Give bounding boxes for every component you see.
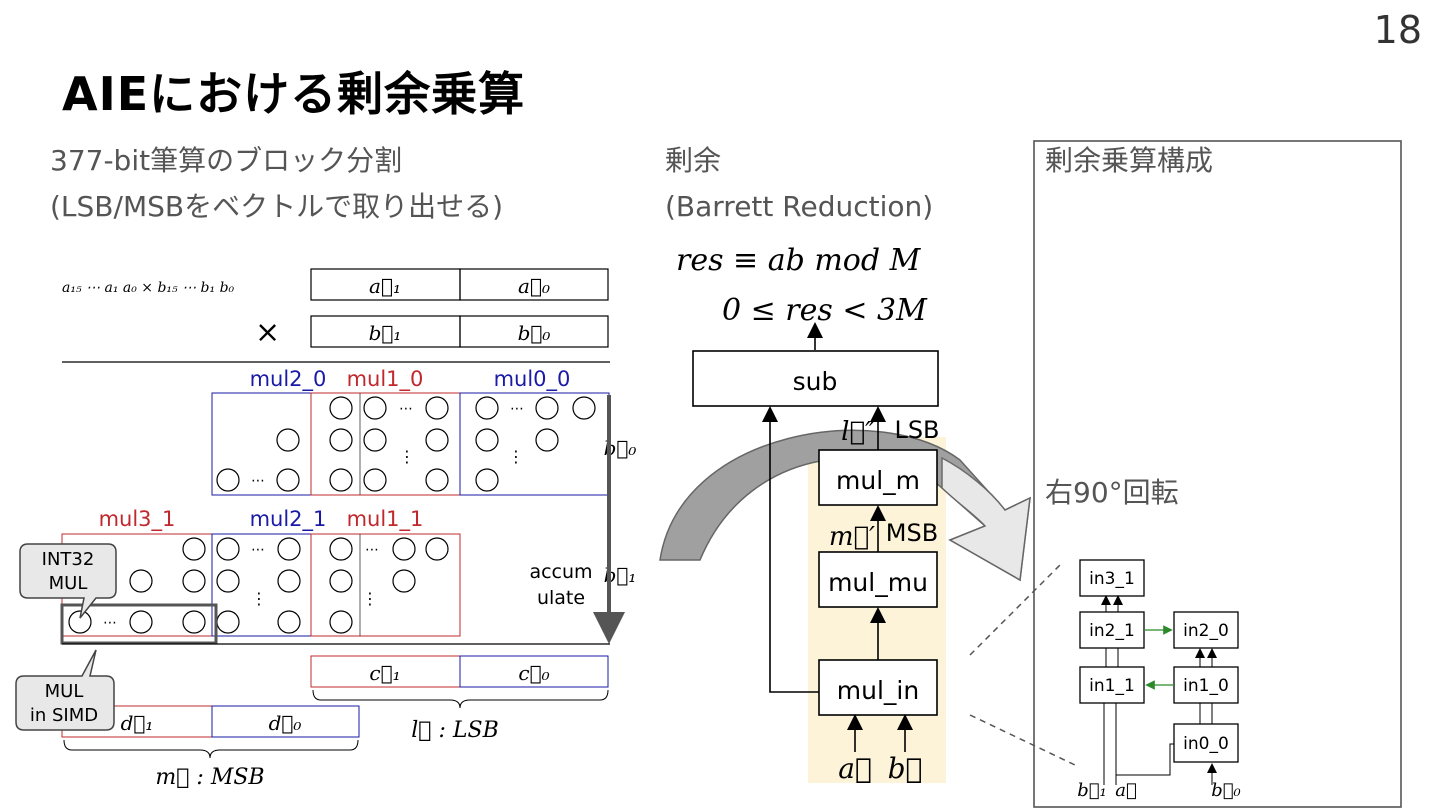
input-b1-label: b⃗₁ <box>1077 780 1107 801</box>
rotated-layout: in3_1 in2_1 in2_0 in1_1 in1_0 in0_0 b⃗₁ … <box>1077 559 1241 801</box>
mul3_1-label: mul3_1 <box>99 507 176 532</box>
callout-int32-line1: INT32 <box>42 549 95 570</box>
page-number: 18 <box>1373 8 1422 52</box>
a0-label: a⃗₀ <box>518 274 550 298</box>
rotate-label: 右90°回転 <box>1045 476 1179 509</box>
right-heading: 剰余乗算構成 <box>1045 144 1214 177</box>
accumulate-line2: ulate <box>537 587 585 609</box>
formula-1: res ≡ ab mod M <box>676 243 922 278</box>
middle-heading-line2: (Barrett Reduction) <box>665 190 934 223</box>
left-heading-line2: (LSB/MSBをベクトルで取り出せる) <box>50 190 504 223</box>
l-lsb-label: l⃗ : LSB <box>411 718 498 743</box>
callout-simd <box>15 649 115 731</box>
slide-title: AIEにおける剰余乗算 <box>62 67 526 121</box>
row0-ellipsis-3: ⋯ <box>251 473 265 489</box>
in0_0-block <box>1173 723 1239 763</box>
in2_0-label: in2_0 <box>1183 621 1229 641</box>
m-brace <box>63 739 359 759</box>
mul1_1-box <box>310 533 461 637</box>
zoom-line-bottom <box>969 714 1076 766</box>
input-a-label: a⃗ <box>838 752 872 785</box>
mul2_1-label: mul2_1 <box>250 507 327 532</box>
d1-label: d⃗₁ <box>121 711 154 735</box>
row0-circles <box>216 396 596 492</box>
callout-simd-line1: MUL <box>45 681 84 702</box>
in3_1-label: in3_1 <box>1089 569 1135 589</box>
row0-ellipsis-1: ⋯ <box>399 401 413 417</box>
mul1_0-label: mul1_0 <box>347 367 424 392</box>
row0-vdots-2: ⋮ <box>508 447 524 466</box>
m-msb-label: m⃗ : MSB <box>155 765 264 790</box>
callout-int32 <box>19 543 117 619</box>
right-panel-frame <box>1033 140 1402 808</box>
row1-ellipsis-1: ⋯ <box>251 542 265 558</box>
row0-ellipsis-2: ⋯ <box>510 401 524 417</box>
mul_in-block <box>818 659 938 716</box>
sub-block <box>692 350 939 407</box>
left-heading: 377-bit筆算のブロック分割 (LSB/MSBをベクトルで取り出せる) <box>50 138 503 230</box>
lsb-label: LSB <box>894 416 939 444</box>
in1_1-block <box>1079 666 1145 704</box>
a1-label: a⃗₁ <box>369 274 401 298</box>
times-sign: × <box>255 315 280 350</box>
row1-vdots-1: ⋮ <box>251 589 267 608</box>
row0-vdots-1: ⋮ <box>399 447 415 466</box>
in1_0-label: in1_0 <box>1183 676 1229 696</box>
callout-simd-line2: in SIMD <box>30 705 98 726</box>
input-b0-label: b⃗₀ <box>1211 780 1241 801</box>
mul_mu-label: mul_mu <box>828 568 928 597</box>
mul0_0-box <box>459 392 610 496</box>
mul1_1-label: mul1_1 <box>347 507 424 532</box>
in1_1-label: in1_1 <box>1089 676 1135 696</box>
c0-block <box>459 655 609 688</box>
mul_m-label: mul_m <box>836 466 920 495</box>
row1-circles <box>68 537 449 634</box>
input-a-to-in0_0-line <box>1116 743 1174 776</box>
input-b-label: b⃗ <box>888 752 923 785</box>
msb-label: MSB <box>886 519 938 547</box>
row1-ellipsis-3: ⋯ <box>103 615 117 631</box>
formula-2: 0 ≤ res < 3M <box>722 293 928 328</box>
expr-text: a₁₅ ⋯ a₁ a₀ × b₁₅ ⋯ b₁ b₀ <box>62 280 235 296</box>
middle-heading-line1: 剰余 <box>665 144 722 177</box>
in2_1-label: in2_1 <box>1089 621 1135 641</box>
m-prime-label: m⃗′ <box>829 522 875 552</box>
curved-arrow-head <box>941 456 1031 582</box>
sub-label: sub <box>793 367 838 396</box>
b0-label: b⃗₀ <box>518 321 551 345</box>
c0-label: c⃗₀ <box>518 661 549 685</box>
in2_0-block <box>1173 611 1239 649</box>
b1-label: b⃗₁ <box>369 321 402 345</box>
zoom-line-top <box>969 564 1061 656</box>
row1-ellipsis-2: ⋯ <box>365 542 379 558</box>
callout-int32-line2: MUL <box>49 573 88 594</box>
in3_1-block <box>1079 559 1145 597</box>
d0-label: d⃗₀ <box>269 711 302 735</box>
in0_0-label: in0_0 <box>1183 734 1229 754</box>
middle-heading: 剰余 (Barrett Reduction) <box>665 138 933 230</box>
accumulate-line1: accum <box>529 561 592 583</box>
input-a-label-right: a⃗ <box>1115 780 1137 801</box>
row1-vdots-2: ⋮ <box>362 589 378 608</box>
l-pp-label: l⃗″ <box>841 417 875 447</box>
d0-block <box>211 705 360 738</box>
mul2_0-label: mul2_0 <box>250 367 327 392</box>
simd-highlight <box>60 603 218 645</box>
mul0_0-label: mul0_0 <box>494 367 571 392</box>
l-brace <box>312 689 609 709</box>
b0-block <box>459 315 609 348</box>
a0-block <box>459 268 609 301</box>
left-heading-line1: 377-bit筆算のブロック分割 <box>50 144 403 177</box>
mul_in-label: mul_in <box>837 676 919 705</box>
mul_in-to-sub-arrow <box>762 406 819 693</box>
c1-label: c⃗₁ <box>369 661 400 685</box>
